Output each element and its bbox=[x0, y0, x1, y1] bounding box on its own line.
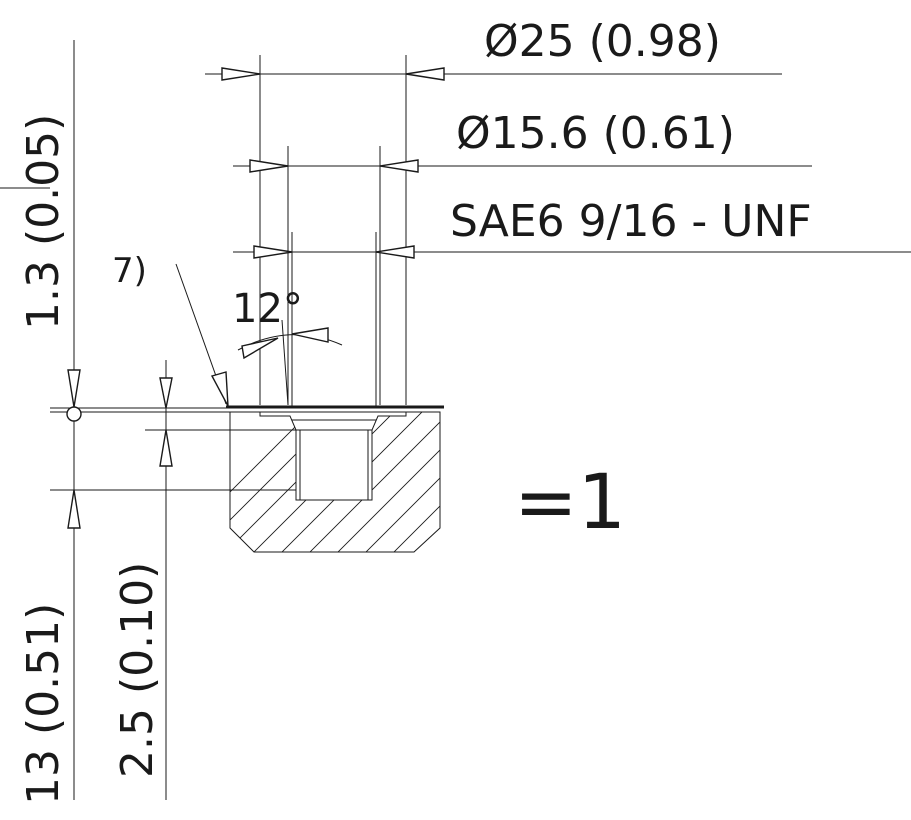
note-ref-label: 7) bbox=[112, 251, 147, 291]
arrow-head bbox=[379, 159, 419, 173]
arrow-head bbox=[253, 245, 293, 259]
arrow-head bbox=[67, 369, 81, 408]
dimension-inner-diameter: Ø15.6 (0.61) bbox=[233, 108, 812, 405]
left-bottom-inner-dimension-label: 2.5 (0.10) bbox=[112, 562, 163, 778]
equals-label: =1 bbox=[514, 457, 626, 546]
dimension-left-stack: 1.3 (0.05) 13 (0.51) 2.5 (0.10) bbox=[0, 40, 440, 805]
arrow-head bbox=[375, 245, 415, 259]
arrow-head bbox=[221, 67, 261, 81]
angle-label: 12° bbox=[232, 286, 303, 332]
arrow-head bbox=[405, 67, 445, 81]
left-bottom-outer-dimension-label: 13 (0.51) bbox=[18, 603, 69, 805]
dimension-angle: 12° bbox=[232, 286, 343, 406]
arrow-head bbox=[241, 337, 279, 360]
arrow-head bbox=[159, 377, 173, 409]
arrow-head bbox=[159, 429, 173, 467]
part-cross-section bbox=[226, 405, 444, 553]
origin-marker bbox=[66, 406, 82, 422]
dimension-thread: SAE6 9/16 - UNF bbox=[233, 196, 911, 420]
note-reference: 7) bbox=[112, 251, 229, 407]
inner-diameter-label: Ø15.6 (0.61) bbox=[456, 108, 735, 159]
dimension-outer-diameter: Ø25 (0.98) bbox=[205, 16, 782, 405]
arrow-head bbox=[291, 327, 329, 343]
thread-spec-label: SAE6 9/16 - UNF bbox=[450, 196, 812, 247]
outer-diameter-label: Ø25 (0.98) bbox=[484, 16, 721, 67]
arrow-head bbox=[210, 371, 229, 407]
arrow-head bbox=[67, 489, 81, 529]
arrow-head bbox=[249, 159, 289, 173]
left-top-dimension-label: 1.3 (0.05) bbox=[18, 114, 69, 330]
